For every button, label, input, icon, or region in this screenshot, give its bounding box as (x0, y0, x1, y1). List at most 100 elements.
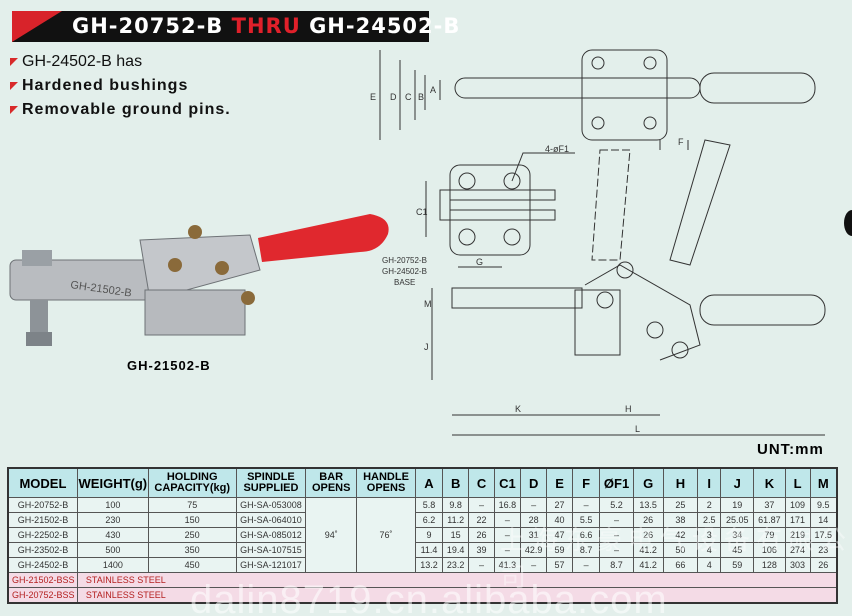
top-view: E D C B A F (370, 49, 816, 150)
table-cell: 5.8 (414, 497, 444, 513)
table-cell: 128 (753, 557, 786, 573)
table-cell: – (599, 542, 634, 558)
table-cell: 37 (753, 497, 786, 513)
dim-k: K (515, 404, 521, 414)
table-cell: 4 (697, 542, 722, 558)
unit-label: UNT:mm (757, 441, 824, 458)
table-cell: GH-SA-053008 (235, 497, 307, 513)
model-from: GH-20752-B (72, 14, 224, 38)
table-cell: 14 (809, 512, 838, 528)
table-cell: 1400 (76, 557, 149, 573)
column-header: M (809, 467, 838, 498)
table-cell: 150 (147, 512, 237, 528)
page-edge-tab (844, 210, 852, 236)
column-header: HANDLE OPENS (356, 467, 416, 498)
table-cell: 79 (753, 527, 786, 543)
column-header: ØF1 (599, 467, 634, 498)
table-cell: 11.4 (414, 542, 444, 558)
feature-item: Hardened bushings (10, 74, 231, 98)
table-cell: 57 (546, 557, 573, 573)
table-cell: 4 (697, 557, 722, 573)
table-cell: 25 (662, 497, 699, 513)
table-cell: 41.3 (493, 557, 522, 573)
table-cell: – (468, 497, 495, 513)
table-cell: 8.7 (571, 542, 601, 558)
column-header: WEIGHT(g) (76, 467, 149, 498)
table-cell: 26 (809, 557, 838, 573)
table-cell: 109 (784, 497, 811, 513)
column-header: D (520, 467, 548, 498)
base-view: 4-øF1 C1 G GH-20752-B GH-24502-B BASE (382, 144, 575, 287)
column-header: B (442, 467, 470, 498)
table-cell: 26 (632, 527, 664, 543)
table-cell: 26 (632, 512, 664, 528)
model-to: GH-24502-B (309, 14, 461, 38)
table-cell: 41.2 (632, 542, 664, 558)
table-cell: 16.8 (493, 497, 522, 513)
banner-red-triangle (12, 11, 62, 42)
dim-c1: C1 (416, 207, 428, 217)
table-cell: 274 (784, 542, 811, 558)
table-cell: 26 (468, 527, 495, 543)
feature-item: Removable ground pins. (10, 98, 231, 122)
table-cell: 9.5 (809, 497, 838, 513)
thru-label: THRU (231, 14, 301, 38)
column-header: I (697, 467, 722, 498)
bullet-arrow-icon (10, 82, 18, 90)
banner-title: GH-20752-B THRU GH-24502-B (72, 14, 460, 38)
bullet-arrow-icon (10, 58, 18, 66)
dim-a: A (430, 85, 436, 95)
table-cell: 19 (720, 497, 755, 513)
table-cell: 9 (414, 527, 444, 543)
table-cell: GH-22502-B (7, 527, 78, 543)
table-cell: 42.9 (520, 542, 548, 558)
table-cell: – (468, 557, 495, 573)
table-cell: – (520, 497, 548, 513)
table-cell: – (599, 527, 634, 543)
hole-label: 4-øF1 (545, 144, 569, 154)
table-cell: 66 (662, 557, 699, 573)
table-cell: 22 (468, 512, 495, 528)
feature-text: Hardened bushings (22, 77, 189, 94)
table-cell: 42 (662, 527, 699, 543)
photo-label: GH-21502-B (127, 358, 211, 373)
dim-m: M (424, 299, 432, 309)
table-cell: 430 (76, 527, 149, 543)
stainless-model: GH-20752-BSS (7, 587, 78, 604)
feature-list: GH-24502-B has Hardened bushings Removab… (10, 50, 231, 122)
table-cell: 171 (784, 512, 811, 528)
table-cell: 250 (147, 527, 237, 543)
table-cell: 9.8 (442, 497, 470, 513)
table-cell: – (493, 542, 522, 558)
table-cell: 34 (720, 527, 755, 543)
column-header: SPINDLE SUPPLIED (235, 467, 307, 498)
table-cell: 5.2 (599, 497, 634, 513)
table-cell: 17.5 (809, 527, 838, 543)
table-cell: 500 (76, 542, 149, 558)
table-cell: 40 (546, 512, 573, 528)
table-cell: 106 (753, 542, 786, 558)
table-cell: GH-21502-B (7, 512, 78, 528)
dim-e: E (370, 92, 376, 102)
table-cell: GH-SA-121017 (235, 557, 307, 573)
table-cell: 11.2 (442, 512, 470, 528)
stainless-material: STAINLESS STEEL (76, 572, 838, 588)
table-cell: GH-SA-064010 (235, 512, 307, 528)
table-cell: 2 (697, 497, 722, 513)
column-header: K (753, 467, 786, 498)
table-cell: GH-SA-107515 (235, 542, 307, 558)
column-header: A (414, 467, 444, 498)
table-cell: 230 (76, 512, 149, 528)
table-cell: 100 (76, 497, 149, 513)
table-cell: 59 (720, 557, 755, 573)
table-cell: 6.2 (414, 512, 444, 528)
table-cell: 13.5 (632, 497, 664, 513)
table-cell: 31 (520, 527, 548, 543)
stainless-material: STAINLESS STEEL (76, 587, 838, 604)
table-cell: 15 (442, 527, 470, 543)
